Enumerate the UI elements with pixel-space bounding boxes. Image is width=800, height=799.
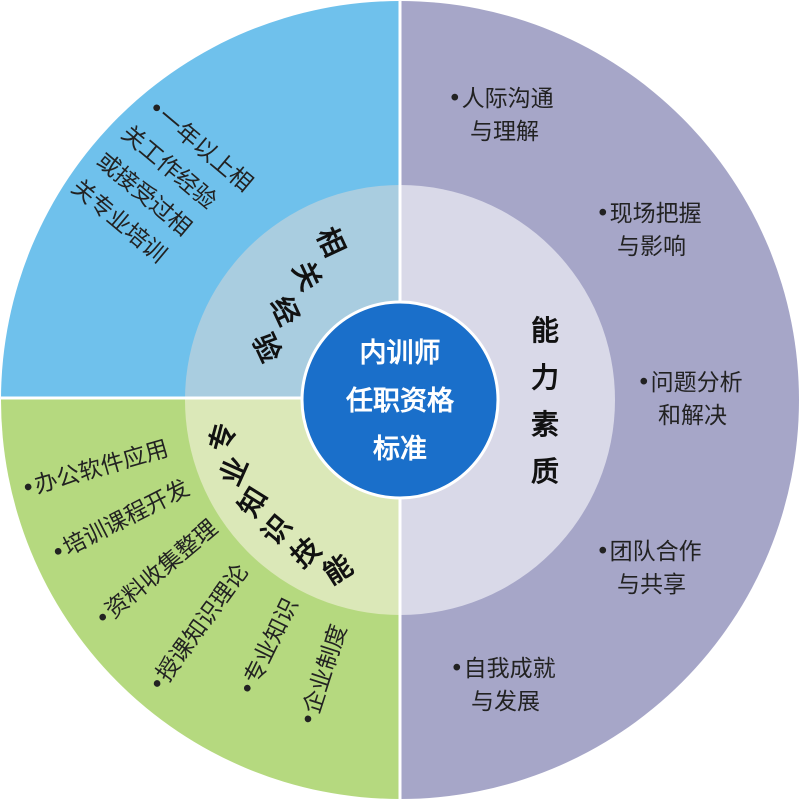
center-title-line-2: 任职资格 [345,386,455,417]
ability-item-line-2: 和解决 [658,403,727,429]
ability-inner-sector [400,185,615,615]
ability-item-line-2: 与共享 [617,572,686,598]
ability-item-line-1: •自我成就 [450,656,556,682]
ability-title-char: 质 [531,455,559,488]
center-title-line-1: 内训师 [360,338,441,369]
ability-item-line-1: •问题分析 [637,370,743,396]
ability-item-line-1: •团队合作 [596,539,702,565]
ability-item-line-2: 与影响 [617,234,686,260]
ability-item-line-2: 与理解 [470,119,539,145]
ability-item-line-1: •人际沟通 [448,86,554,112]
ability-title-char: 能 [531,314,559,347]
center-title-line-3: 标准 [373,434,427,465]
ability-title-char: 力 [531,361,559,394]
ability-item-line-2: 与发展 [471,689,540,715]
center-circle [300,300,500,500]
ability-item-line-1: •现场把握 [596,201,702,227]
ability-title-char: 素 [531,408,559,441]
